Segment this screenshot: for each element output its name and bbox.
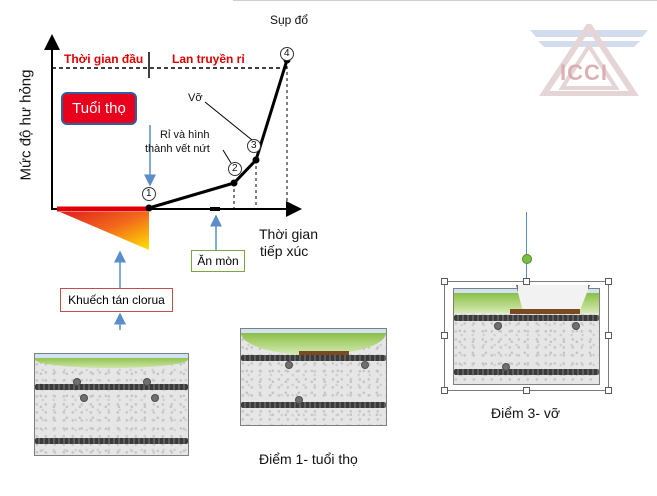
resize-handle-ml[interactable] bbox=[441, 332, 448, 339]
resize-handle-bm[interactable] bbox=[523, 387, 530, 394]
caption-point1: Điểm 1- tuổi thọ bbox=[259, 451, 358, 467]
service-life-label: Tuổi thọ bbox=[72, 100, 126, 117]
concrete-section-point1 bbox=[240, 328, 387, 426]
rust-zone bbox=[510, 309, 580, 314]
rebar-section bbox=[502, 363, 510, 371]
point4-number: 4 bbox=[284, 48, 290, 59]
phase-initiation-label: Thời gian đầu bbox=[64, 52, 144, 66]
rebar-section bbox=[295, 396, 303, 404]
top-rebar bbox=[241, 355, 386, 361]
rotate-handle[interactable] bbox=[522, 254, 532, 264]
y-axis-label: Mức độ hư hỏng bbox=[17, 69, 35, 181]
watermark-text: ICCI bbox=[560, 60, 608, 85]
point3-dot bbox=[252, 156, 260, 164]
x-axis-label-line2: tiếp xúc bbox=[260, 243, 309, 259]
service-life-box: Tuổi thọ bbox=[61, 92, 137, 125]
point2-dot bbox=[230, 179, 238, 187]
top-divider-line bbox=[233, 0, 657, 1]
caption-point3: Điểm 3- vỡ bbox=[491, 405, 561, 421]
bottom-rebar bbox=[35, 438, 188, 444]
resize-handle-bl[interactable] bbox=[441, 387, 448, 394]
chloride-layer bbox=[241, 329, 386, 334]
chloride-label: Khuếch tán clorua bbox=[68, 293, 165, 307]
rebar-section bbox=[151, 394, 159, 402]
top-rebar bbox=[454, 315, 599, 321]
point3-number: 3 bbox=[251, 140, 257, 151]
resize-handle-tl[interactable] bbox=[441, 278, 448, 285]
point2-number: 2 bbox=[232, 163, 238, 174]
damage-chart bbox=[44, 34, 302, 330]
phase-propagation-label: Lan truyền rỉ bbox=[172, 52, 245, 66]
point3-badge bbox=[247, 139, 261, 153]
icci-watermark-logo bbox=[530, 24, 648, 96]
rust-zone bbox=[299, 351, 349, 355]
chloride-ingress-zone bbox=[35, 358, 188, 368]
rust-crack-label-line2: thành vết nứt bbox=[145, 143, 210, 155]
chloride-ingress-zone bbox=[241, 333, 386, 355]
chloride-layer bbox=[35, 354, 188, 359]
rebar-section bbox=[285, 361, 293, 369]
resize-handle-tr[interactable] bbox=[605, 278, 612, 285]
rust-leader bbox=[222, 149, 232, 164]
concrete-section-initial bbox=[34, 353, 189, 456]
concrete-section-spalled bbox=[453, 285, 600, 385]
corrosion-box: Ăn mòn bbox=[191, 250, 245, 272]
rebar-section bbox=[494, 322, 502, 330]
point1-dot bbox=[145, 204, 153, 212]
chloride-box: Khuếch tán clorua bbox=[60, 288, 173, 312]
top-rebar bbox=[35, 384, 188, 390]
point2-badge bbox=[228, 162, 242, 176]
rebar-section bbox=[73, 378, 81, 386]
rebar-section bbox=[361, 361, 369, 369]
resize-handle-br[interactable] bbox=[605, 387, 612, 394]
selection-rotate-line bbox=[526, 212, 527, 282]
collapse-label: Sụp đổ bbox=[270, 13, 309, 27]
rebar-section bbox=[80, 394, 88, 402]
spall-leader bbox=[204, 101, 253, 141]
chloride-wedge bbox=[60, 212, 149, 250]
rust-crack-label-line1: Rỉ và hình bbox=[160, 129, 210, 141]
point1-number: 1 bbox=[146, 188, 152, 199]
point4-badge bbox=[280, 47, 294, 61]
x-axis-label-line1: Thời gian bbox=[259, 226, 318, 242]
rebar-section bbox=[572, 322, 580, 330]
bottom-rebar bbox=[454, 369, 599, 375]
resize-handle-tm[interactable] bbox=[523, 278, 530, 285]
point1-badge bbox=[142, 187, 156, 201]
corrosion-label: Ăn mòn bbox=[197, 254, 239, 268]
damage-curve bbox=[148, 59, 289, 210]
spall-label: Vỡ bbox=[188, 92, 203, 104]
resize-handle-mr[interactable] bbox=[605, 332, 612, 339]
bottom-rebar bbox=[241, 402, 386, 408]
rebar-section bbox=[143, 378, 151, 386]
